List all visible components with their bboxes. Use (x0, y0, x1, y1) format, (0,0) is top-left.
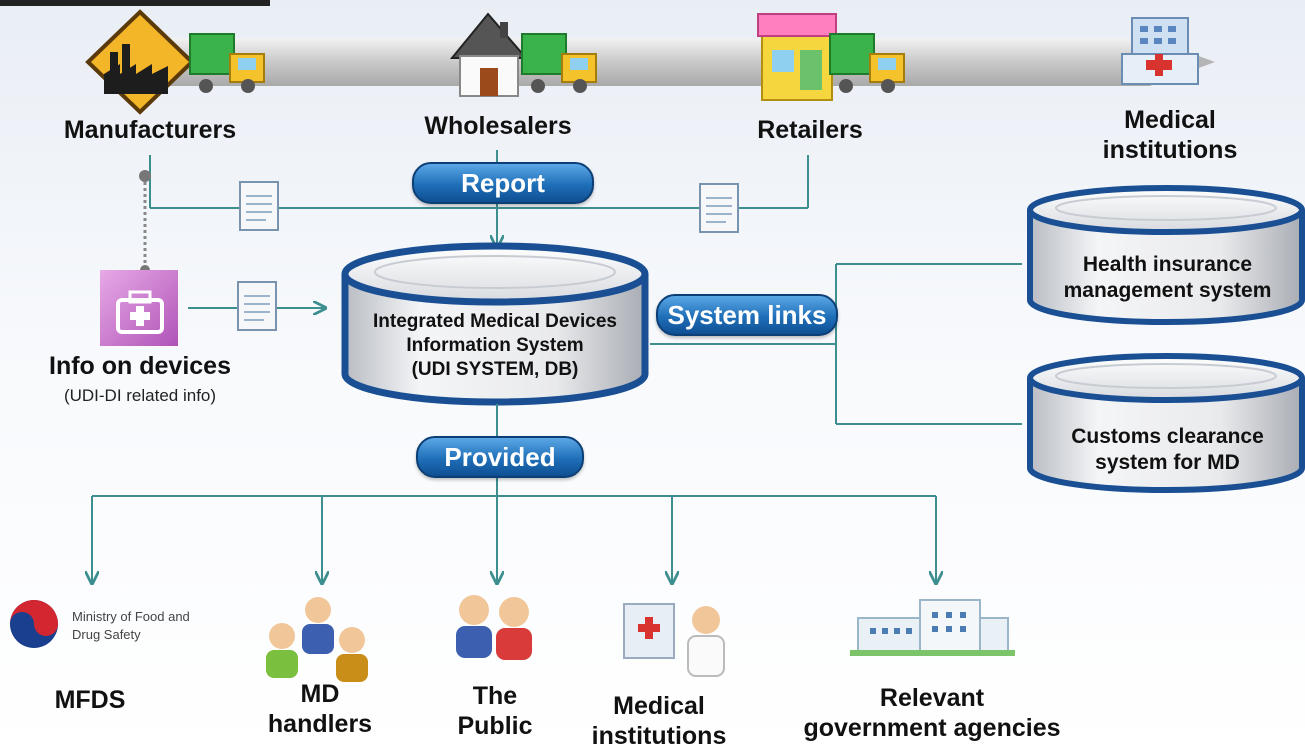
medical-line2: institutions (591, 721, 727, 750)
provided-connectors (92, 404, 936, 582)
customs-line1: Customs clearance (1071, 425, 1264, 448)
health-insurance-label: Health insurance management system (1040, 252, 1295, 305)
people-group-icon (266, 597, 368, 682)
mfds-logo-text: Ministry of Food and Drug Safety (72, 608, 232, 643)
medical-institutions-label: Medical institutions (574, 692, 744, 751)
mfds-logo-line2: Drug Safety (72, 626, 141, 642)
truck-icon (189, 33, 265, 93)
central-database-label: Integrated Medical Devices Information S… (330, 310, 660, 381)
info-on-devices-subtitle: (UDI-DI related info) (63, 386, 217, 405)
mfds-label: MFDS (54, 686, 126, 714)
central-database-cylinder (341, 242, 649, 406)
md-handlers-line1: MD (300, 680, 340, 708)
agencies-line1: Relevant (879, 684, 985, 712)
manufacturers-label: Manufacturers (63, 116, 237, 144)
medical-kit-icon (100, 270, 178, 346)
md-handlers-label: MD handlers (250, 680, 390, 739)
customs-clearance-label: Customs clearance system for MD (1040, 424, 1295, 477)
document-icon (239, 181, 279, 231)
health-line1: Health insurance (1082, 253, 1253, 276)
central-db-line2: Information System (406, 334, 584, 356)
mfds-logo-line1: Ministry of Food and (72, 609, 190, 624)
medical-line1: Medical (613, 692, 705, 720)
info-on-devices-label: Info on devices (49, 352, 231, 380)
hospital-icon (1121, 17, 1199, 85)
central-db-line3: (UDI SYSTEM, DB) (411, 358, 579, 380)
health-insurance-cylinder (1027, 185, 1305, 325)
provided-pill: Provided (416, 436, 584, 478)
public-label: The Public (430, 682, 560, 741)
md-handlers-line2: handlers (267, 709, 373, 738)
government-building-icon (850, 599, 1015, 656)
document-icon (699, 183, 739, 233)
retailers-label: Retailers (757, 116, 863, 144)
medical-institutions-top-label: Medical institutions (1090, 106, 1250, 165)
system-links-pill: System links (656, 294, 838, 336)
medical-institutions-top-line2: institutions (1102, 135, 1238, 164)
government-agencies-label: Relevant government agencies (776, 684, 1088, 743)
truck-icon (829, 33, 905, 93)
factory-icon (85, 9, 195, 115)
public-people-icon (456, 595, 532, 660)
health-line2: management system (1063, 279, 1272, 303)
agencies-line2: government agencies (803, 713, 1061, 742)
wholesalers-label: Wholesalers (424, 112, 572, 140)
medical-institutions-top-line1: Medical (1124, 106, 1216, 134)
report-pill: Report (412, 162, 594, 204)
system-links-connectors (650, 263, 1022, 425)
public-line2: Public (457, 711, 533, 740)
doctor-hospital-icon (623, 603, 725, 677)
customs-line2: system for MD (1095, 451, 1240, 475)
central-db-line1: Integrated Medical Devices (373, 311, 617, 332)
supply-chain-band (0, 0, 1215, 86)
public-line1: The (472, 682, 518, 710)
warehouse-icon (449, 12, 529, 97)
document-icon (237, 281, 277, 331)
store-icon (757, 13, 837, 101)
truck-icon (521, 33, 597, 93)
customs-clearance-cylinder (1027, 353, 1305, 493)
mfds-logo-icon (10, 600, 58, 648)
